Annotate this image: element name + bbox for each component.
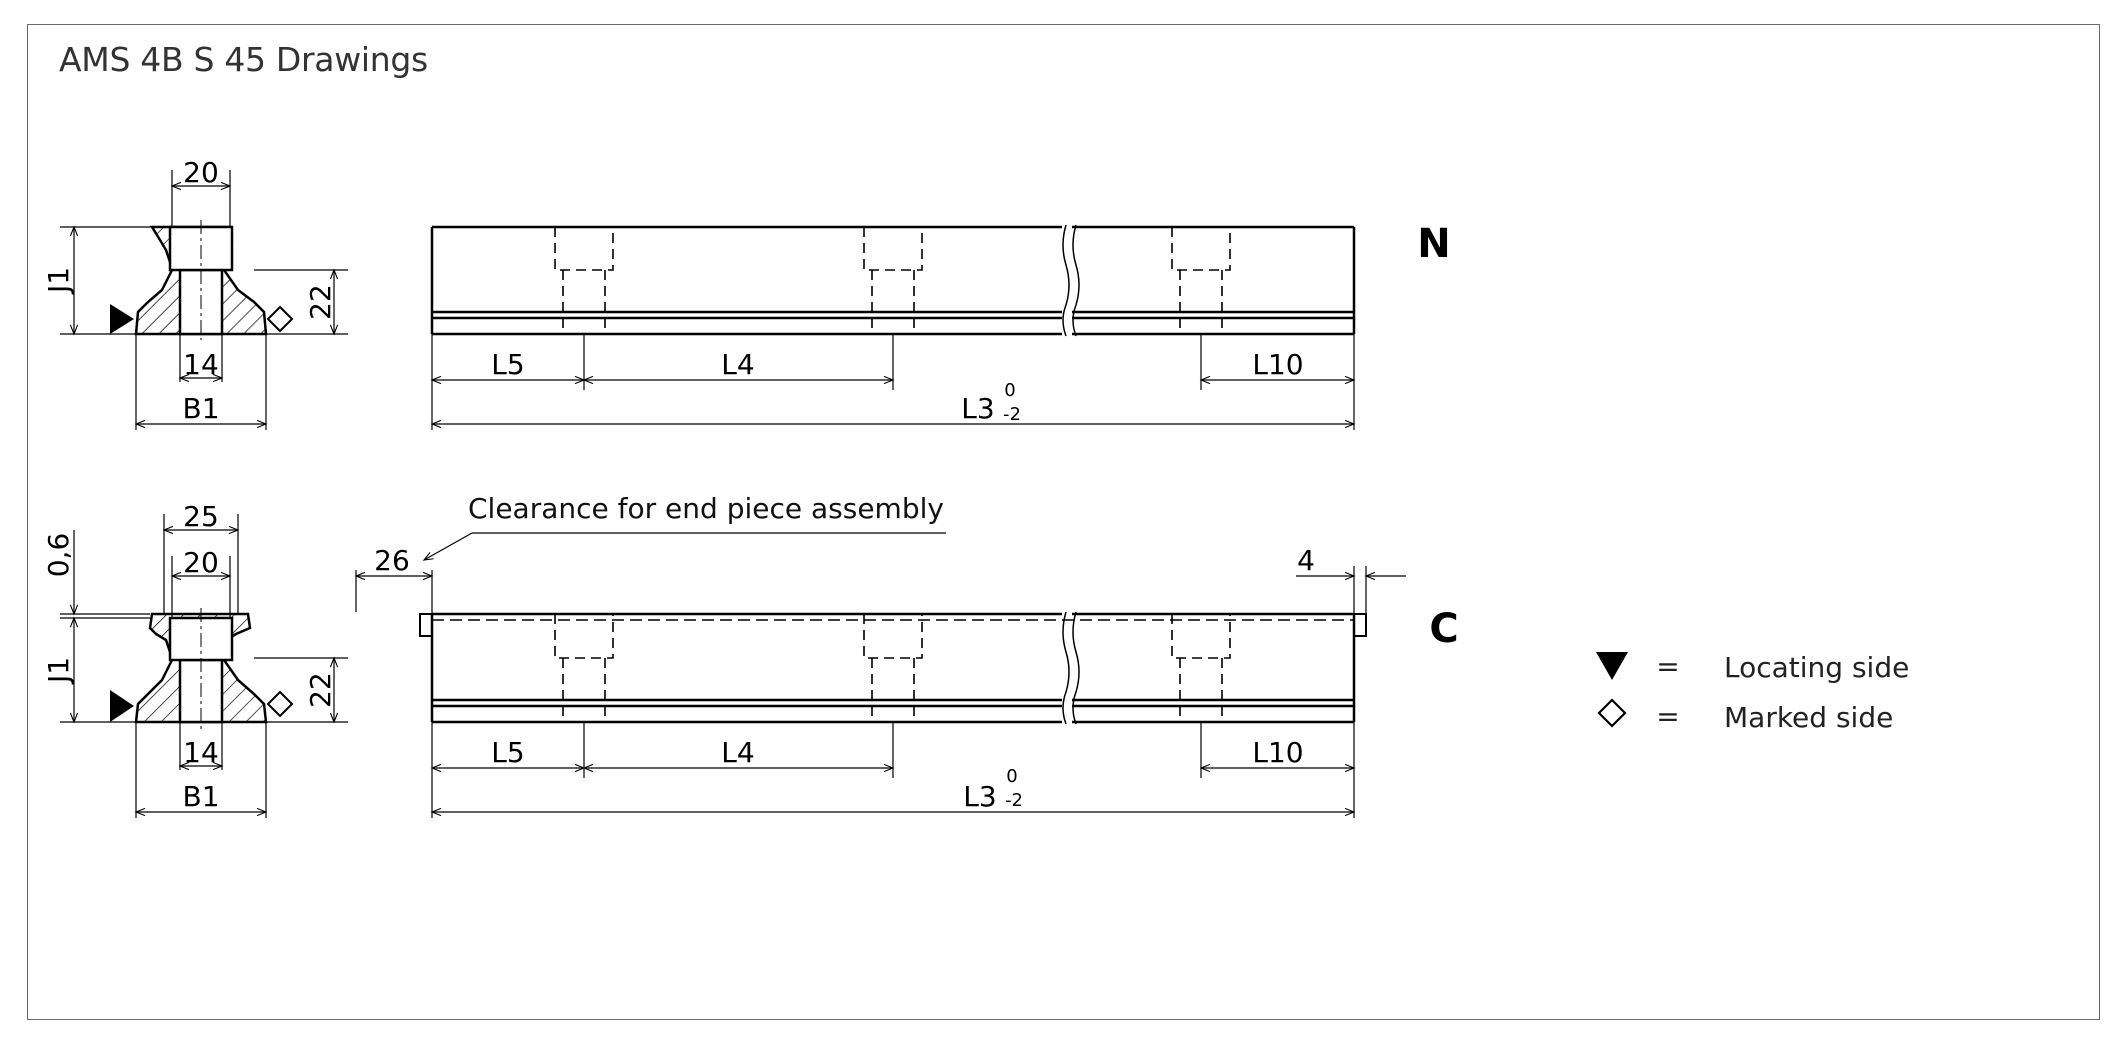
legend: = Locating side = Marked side <box>1596 650 1909 734</box>
dim-c-l3-tol-lower: -2 <box>1005 790 1023 811</box>
dim-c-l5: L5 <box>491 736 524 769</box>
dim-n-l10: L10 <box>1252 348 1303 381</box>
dim-c-bore: 14 <box>183 736 219 769</box>
dim-n-top-width: 20 <box>183 156 219 189</box>
dim-n-l3: L3 <box>961 392 994 425</box>
legend-equals-1: = <box>1656 650 1679 683</box>
drawing-frame <box>27 24 2100 1020</box>
dim-c-outer-width: 25 <box>183 500 219 533</box>
page-title: AMS 4B S 45 Drawings <box>59 40 428 79</box>
dim-c-l4: L4 <box>721 736 754 769</box>
locating-side-marker <box>110 304 134 334</box>
dim-n-l5: L5 <box>491 348 524 381</box>
view-c-label: C <box>1429 606 1458 652</box>
view-n: 20 J1 22 14 B1 <box>42 156 1451 430</box>
rail-n-hole-2 <box>863 227 923 334</box>
legend-item-marked: = Marked side <box>1597 698 1893 734</box>
legend-label-locating: Locating side <box>1724 651 1909 684</box>
dim-n-l4: L4 <box>721 348 754 381</box>
dim-c-top-width: 20 <box>183 546 219 579</box>
legend-item-locating: = Locating side <box>1596 650 1909 684</box>
rail-c: 26 Clearance for end piece assembly 4 L5… <box>354 492 1406 818</box>
dim-c-end-right: 4 <box>1297 544 1315 577</box>
rail-c-hole-2 <box>863 614 923 722</box>
dim-n-side-height: 22 <box>304 284 337 320</box>
marked-side-marker-c <box>266 690 294 718</box>
dim-c-height: J1 <box>42 657 75 685</box>
rail-n-hole-1 <box>554 227 614 334</box>
rail-c-hole-1 <box>554 614 614 722</box>
dim-n-width: B1 <box>182 392 219 425</box>
dim-c-l3-tol-upper: 0 <box>1006 766 1017 787</box>
section-c: 25 20 0,6 J1 22 14 B1 <box>42 500 348 818</box>
view-c: 25 20 0,6 J1 22 14 B1 <box>42 492 1459 818</box>
legend-equals-2: = <box>1656 700 1679 733</box>
clearance-note: Clearance for end piece assembly <box>468 492 944 525</box>
dim-c-side-height: 22 <box>304 672 337 708</box>
dim-c-l3: L3 <box>963 780 996 813</box>
filled-triangle-icon <box>1596 652 1628 680</box>
dim-c-l10: L10 <box>1252 736 1303 769</box>
dim-c-end-left: 26 <box>374 544 410 577</box>
rail-c-hole-3 <box>1171 614 1231 722</box>
view-n-label: N <box>1417 221 1450 267</box>
locating-side-marker-c <box>110 690 134 722</box>
end-piece-left <box>419 613 432 637</box>
dim-n-bore: 14 <box>183 348 219 381</box>
rail-n: L5 L4 L10 L3 0 -2 <box>430 224 1356 430</box>
dim-n-l3-tol-upper: 0 <box>1004 380 1015 401</box>
dim-c-offset: 0,6 <box>42 533 75 578</box>
legend-label-marked: Marked side <box>1724 701 1893 734</box>
dim-c-width: B1 <box>182 780 219 813</box>
section-n: 20 J1 22 14 B1 <box>42 156 348 430</box>
dim-n-height: J1 <box>42 267 75 295</box>
rail-n-hole-3 <box>1171 227 1231 334</box>
marked-side-marker <box>266 305 294 333</box>
dim-n-l3-tol-lower: -2 <box>1003 404 1021 425</box>
diamond-outline-icon <box>1597 698 1627 728</box>
end-piece-right <box>1354 613 1367 637</box>
